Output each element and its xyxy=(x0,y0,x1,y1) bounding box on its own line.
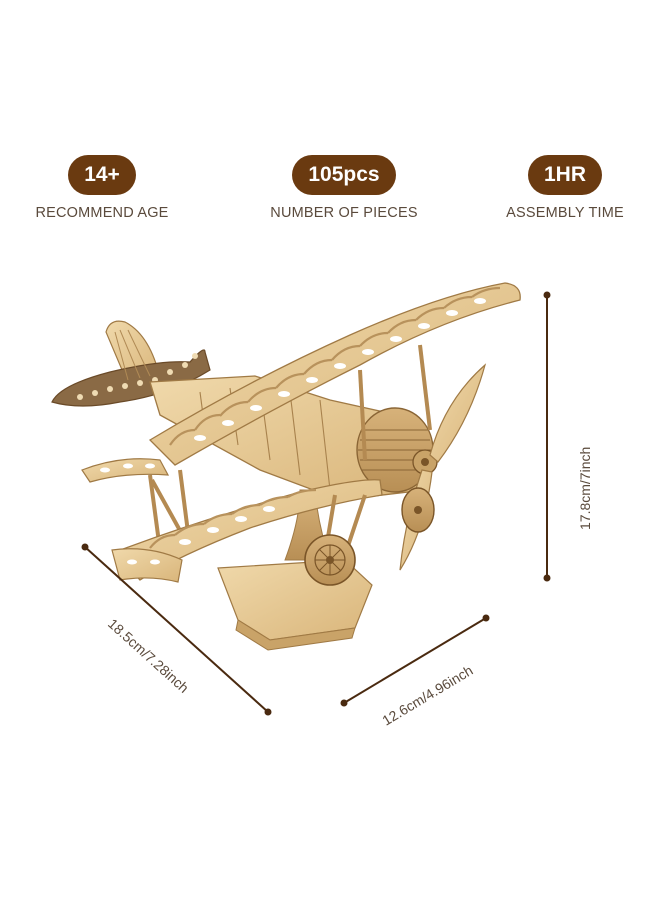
landing-gear xyxy=(304,487,435,586)
dimension-length-label: 18.5cm/7.28inch xyxy=(105,615,192,696)
dimension-length-line xyxy=(81,543,272,716)
lower-wing xyxy=(111,479,383,583)
left-wing-ribs xyxy=(81,458,170,483)
age-label: RECOMMEND AGE xyxy=(35,205,169,221)
pieces-badge: 105pcs xyxy=(292,155,396,195)
stat-assembly-time: 1HR ASSEMBLY TIME xyxy=(465,155,660,221)
stat-number-of-pieces: 105pcs NUMBER OF PIECES xyxy=(244,155,444,221)
age-badge: 14+ xyxy=(68,155,136,195)
time-badge: 1HR xyxy=(527,155,602,195)
dimension-lines xyxy=(81,291,551,716)
dimension-height-label: 17.8cm/7inch xyxy=(577,447,593,530)
pieces-label: NUMBER OF PIECES xyxy=(270,205,418,221)
time-label: ASSEMBLY TIME xyxy=(506,205,624,221)
upper-wing xyxy=(148,282,521,466)
dimension-width-label: 12.6cm/4.96inch xyxy=(379,662,475,729)
dimension-width-line xyxy=(340,614,490,707)
stat-recommended-age: 14+ RECOMMEND AGE xyxy=(2,155,202,221)
dimension-height-line xyxy=(543,291,551,582)
